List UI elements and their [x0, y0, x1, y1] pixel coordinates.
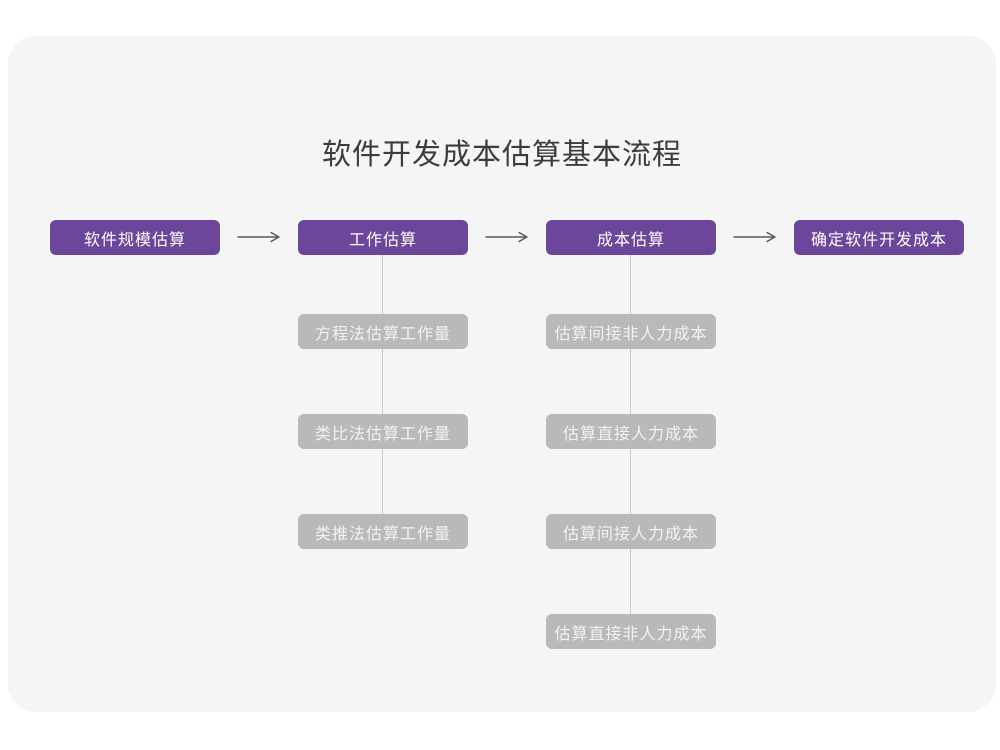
- substep-label: 类比法估算工作量: [314, 425, 451, 443]
- substep-label: 方程法估算工作量: [314, 325, 451, 343]
- diagram-title: 软件开发成本估算基本流程: [321, 139, 682, 171]
- substep-analogy-method: 类比法估算工作量: [298, 414, 468, 449]
- substep-indirect-nonlabor-cost: 估算间接非人力成本: [546, 314, 716, 349]
- substep-direct-nonlabor-cost: 估算直接非人力成本: [546, 614, 716, 649]
- substep-equation-method: 方程法估算工作量: [298, 314, 468, 349]
- flow-step-label: 工作估算: [348, 231, 417, 249]
- substep-label: 估算间接人力成本: [562, 525, 699, 543]
- substep-label: 估算直接非人力成本: [554, 625, 708, 643]
- substep-inference-method: 类推法估算工作量: [298, 514, 468, 549]
- flowchart-canvas: 软件开发成本估算基本流程 软件规模估算 工作估算 成本估算 确定软件开发成本: [8, 36, 996, 712]
- connector-line-cost-estimation: [630, 255, 631, 649]
- substep-label: 估算间接非人力成本: [554, 325, 708, 343]
- flow-step-label: 确定软件开发成本: [810, 231, 947, 249]
- substep-label: 估算直接人力成本: [562, 425, 699, 443]
- arrow-right-icon: [733, 231, 776, 243]
- arrow-right-icon: [237, 231, 280, 243]
- connector-line-work-estimation: [382, 255, 383, 549]
- flow-step-work-estimation: 工作估算: [298, 220, 468, 255]
- substep-direct-labor-cost: 估算直接人力成本: [546, 414, 716, 449]
- flow-step-determine-dev-cost: 确定软件开发成本: [794, 220, 964, 255]
- substep-label: 类推法估算工作量: [314, 525, 451, 543]
- substep-indirect-labor-cost: 估算间接人力成本: [546, 514, 716, 549]
- flow-step-cost-estimation: 成本估算: [546, 220, 716, 255]
- flow-step-label: 软件规模估算: [83, 231, 186, 249]
- arrow-right-icon: [485, 231, 528, 243]
- flow-step-software-scale-estimation: 软件规模估算: [50, 220, 220, 255]
- flow-step-label: 成本估算: [596, 231, 665, 249]
